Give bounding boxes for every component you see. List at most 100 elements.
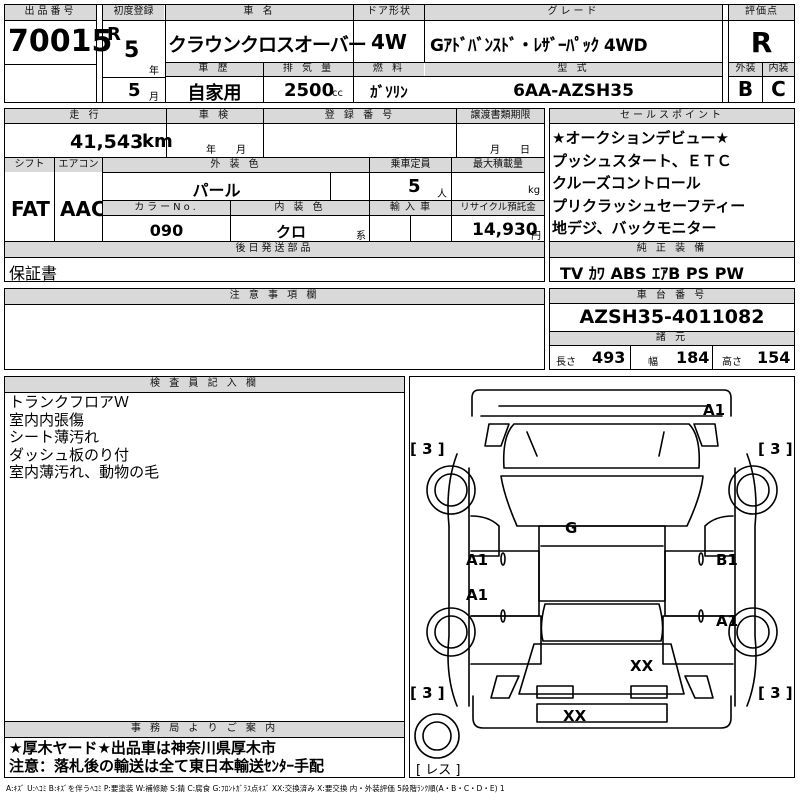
damage-mark-right-rear: A1 <box>716 612 739 630</box>
length-label: 長さ <box>556 357 576 368</box>
car-diagram-frame <box>409 376 795 778</box>
tire-mark-rear-right: [ 3 ] <box>758 684 793 702</box>
km-unit: km <box>142 131 173 152</box>
displacement-label: 排 気 量 <box>264 63 353 76</box>
legend-text: A:ｷｽﾞ U:ﾍｺﾐ B:ｷｽﾞを伴うﾍｺﾐ P:要塗装 W:補修跡 S:錆 … <box>6 784 505 793</box>
inspection-label: 車 検 <box>167 109 263 123</box>
sales-point-item: クルーズコントロール <box>552 174 701 192</box>
recycle-value: 14,930 <box>472 220 538 240</box>
mileage-label: 走 行 <box>5 109 166 123</box>
year-unit: 年 <box>149 66 159 77</box>
car-name-label: 車 名 <box>166 5 353 20</box>
month-value: 5 <box>128 80 141 101</box>
door-label: ドア形状 <box>354 5 424 20</box>
office-note: 注意：落札後の輸送は全て東日本輸送ｾﾝﾀｰ手配 <box>9 757 325 775</box>
damage-mark-rear-bumper: XX <box>563 707 587 725</box>
color-no-value: 090 <box>149 221 184 240</box>
office-label: 事 務 局 よ り ご 案 内 <box>5 722 404 737</box>
car-diagram <box>414 389 778 759</box>
lot-no-value: 70015 <box>8 24 113 59</box>
inspector-label: 検 査 員 記 入 欄 <box>5 377 404 392</box>
genuine-label: 純 正 装 備 <box>550 242 794 257</box>
notes-frame <box>4 288 545 370</box>
transfer-label: 譲渡書類期限 <box>457 109 544 123</box>
inspector-notes: トランクフロアＷ 室内内張傷 シート薄汚れ ダッシュ板のり付 室内薄汚れ、動物の… <box>9 393 160 482</box>
capacity-label: 乗車定員 <box>370 158 451 172</box>
header-frame <box>4 4 795 103</box>
inspector-note: 室内内張傷 <box>9 410 85 429</box>
damage-mark-front-bumper: A1 <box>703 401 726 419</box>
sales-point-item: ★オークションデビュー★ <box>552 129 729 147</box>
interior-label: 内装 <box>763 63 794 76</box>
color-no-label: カラーNo. <box>103 201 230 215</box>
length-value: 493 <box>592 348 626 367</box>
score-value: R <box>750 26 773 59</box>
exterior-label: 外装 <box>729 63 762 76</box>
specs-label: 諸 元 <box>550 332 794 345</box>
model-label: 型 式 <box>425 63 722 76</box>
chassis-value: AZSH35-4011082 <box>579 306 765 328</box>
inspection-date-units: 年 月 <box>206 145 246 156</box>
displacement-value: 2500 <box>284 80 335 101</box>
sales-point-frame <box>549 108 795 282</box>
damage-mark-left-rear-door: A1 <box>466 586 489 604</box>
tire-mark-front-left: [ 3 ] <box>410 440 445 458</box>
fuel-label: 燃 料 <box>354 63 424 76</box>
transfer-date-units: 月 日 <box>490 145 530 156</box>
max-load-label: 最大積載量 <box>452 158 544 172</box>
inspector-note: トランクフロアＷ <box>9 393 130 411</box>
office-note: ★厚木ヤード★出品車は神奈川県厚木市 <box>9 739 276 757</box>
yen-unit: 円 <box>531 231 541 242</box>
damage-mark-left-front-door: A1 <box>466 551 489 569</box>
genuine-value: TV ｶﾜ ABS ｴｱB PS PW <box>560 264 745 283</box>
month-unit: 月 <box>149 92 159 103</box>
fuel-value: ｶﾞｿﾘﾝ <box>370 83 408 101</box>
mileage-value: 41,543 <box>70 131 144 153</box>
kg-unit: kg <box>528 185 541 196</box>
exterior-value: B <box>737 77 754 101</box>
import-label: 輸 入 車 <box>370 201 451 215</box>
sales-point-item: プリクラッシュセーフティー <box>552 196 746 215</box>
capacity-value: 5 <box>408 176 421 197</box>
shift-label: シフト <box>5 158 54 172</box>
sales-point-item: プッシュスタート、ＥＴＣ <box>552 151 732 170</box>
office-notes: ★厚木ヤード★出品車は神奈川県厚木市 注意：落札後の輸送は全て東日本輸送ｾﾝﾀｰ… <box>9 739 324 775</box>
ext-color-label: 外 装 色 <box>103 158 369 172</box>
tire-mark-rear-left: [ 3 ] <box>410 684 445 702</box>
interior-value: C <box>771 77 786 101</box>
cc-unit: cc <box>332 88 343 99</box>
inspector-note: シート薄汚れ <box>9 428 100 446</box>
inspector-frame <box>4 376 405 778</box>
height-label: 高さ <box>722 357 742 368</box>
reg-no-label: 登 録 番 号 <box>264 109 456 123</box>
damage-mark-trunk: XX <box>630 657 654 675</box>
chassis-label: 車 台 番 号 <box>550 289 794 303</box>
later-items-value: 保証書 <box>9 264 58 283</box>
person-unit: 人 <box>437 189 447 200</box>
first-reg-label: 初度登録 <box>103 5 164 20</box>
int-color-value: クロ <box>275 223 306 241</box>
later-items-label: 後日発送部品 <box>5 242 544 257</box>
history-label: 車 歴 <box>166 63 263 76</box>
detail-frame <box>4 108 545 282</box>
shift-value: FAT <box>11 197 50 221</box>
damage-mark-windshield: G <box>565 519 578 537</box>
score-label: 評価点 <box>729 5 794 20</box>
recycle-label: リサイクル預託金 <box>452 201 544 215</box>
grade-value: Gｱﾄﾞﾊﾞﾝｽﾄﾞ・ﾚｻﾞｰﾊﾟｯｸ 4WD <box>430 36 648 56</box>
height-value: 154 <box>757 348 791 367</box>
width-label: 幅 <box>648 357 658 368</box>
model-value: 6AA-AZSH35 <box>513 81 634 101</box>
lot-no-label: 出品番号 <box>5 5 96 20</box>
inspector-note: 室内薄汚れ、動物の毛 <box>9 463 160 481</box>
aircon-value: AAC <box>60 197 106 221</box>
inspector-note: ダッシュ板のり付 <box>9 445 130 464</box>
kei-unit: 系 <box>356 231 366 242</box>
history-value: 自家用 <box>187 83 242 104</box>
grade-label: グレード <box>425 5 722 20</box>
sales-point-list: ★オークションデビュー★ プッシュスタート、ＥＴＣ クルーズコントロール プリク… <box>552 127 745 240</box>
sales-point-item: 地デジ、バックモニター <box>552 219 717 237</box>
door-value: 4W <box>371 30 407 54</box>
width-value: 184 <box>676 348 710 367</box>
year-value: 5 <box>124 38 140 63</box>
